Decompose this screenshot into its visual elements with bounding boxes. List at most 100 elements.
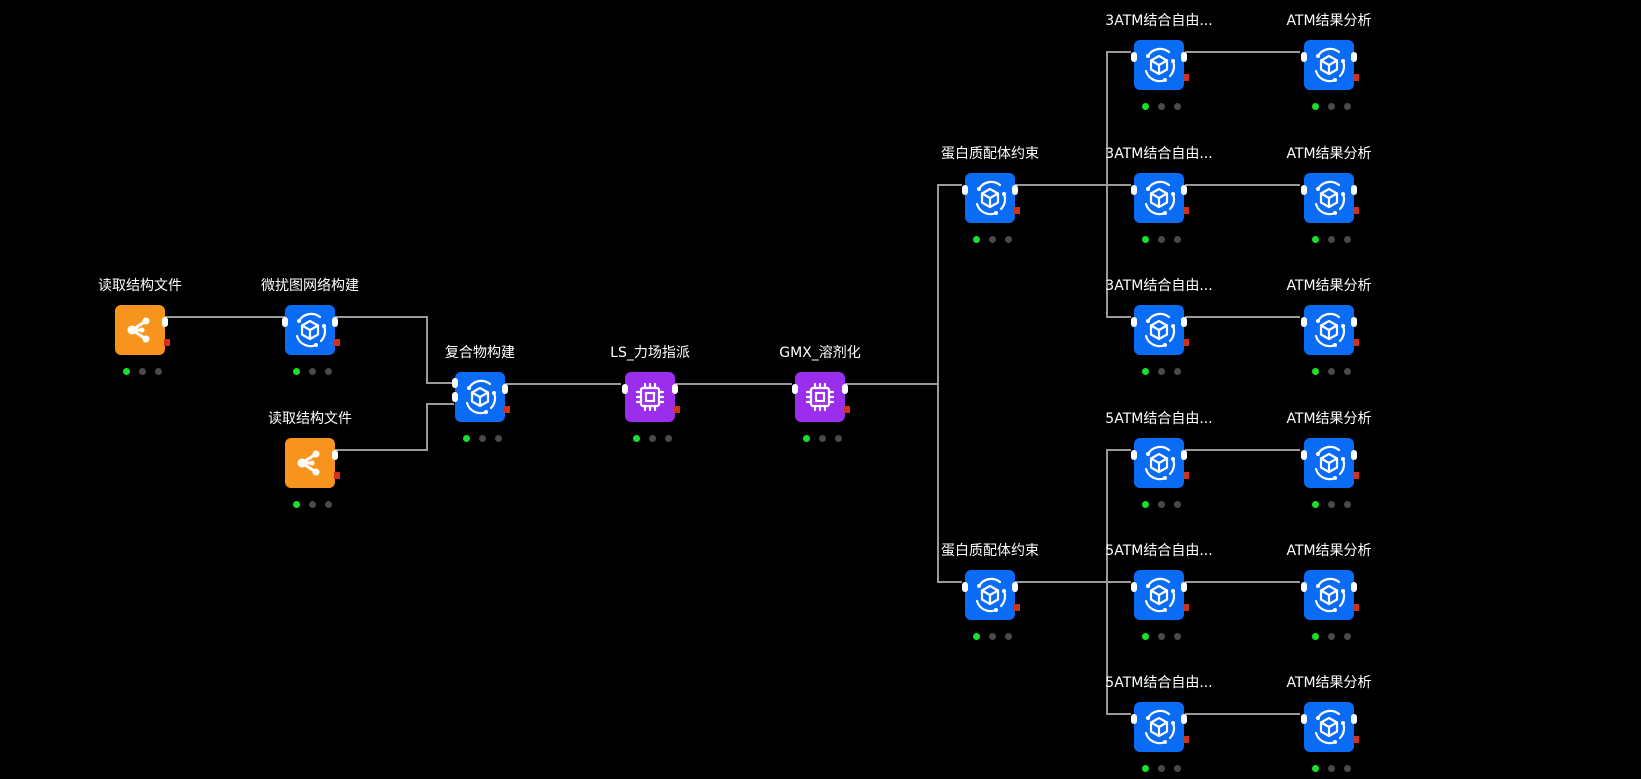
- input-port[interactable]: [1301, 450, 1307, 460]
- output-port[interactable]: [1181, 450, 1187, 460]
- output-port[interactable]: [1012, 185, 1018, 195]
- status-dot: [309, 368, 316, 375]
- input-port[interactable]: [1131, 317, 1137, 327]
- output-port[interactable]: [1351, 52, 1357, 62]
- workflow-node-restraint-1[interactable]: 蛋白质配体约束: [910, 145, 1070, 249]
- node-card[interactable]: [1134, 570, 1184, 620]
- output-port[interactable]: [1181, 52, 1187, 62]
- output-port[interactable]: [1351, 317, 1357, 327]
- input-port[interactable]: [1131, 52, 1137, 62]
- workflow-node-atm-analysis-3[interactable]: ATM结果分析: [1249, 277, 1409, 381]
- node-card[interactable]: [965, 570, 1015, 620]
- status-dot-active: [1312, 633, 1319, 640]
- output-port[interactable]: [502, 384, 508, 394]
- output-port[interactable]: [332, 450, 338, 460]
- output-port[interactable]: [1351, 714, 1357, 724]
- status-dot: [1158, 501, 1165, 508]
- output-port[interactable]: [1351, 582, 1357, 592]
- node-card[interactable]: [1304, 305, 1354, 355]
- node-card[interactable]: [795, 372, 845, 422]
- input-port[interactable]: [1131, 450, 1137, 460]
- status-dot: [1174, 368, 1181, 375]
- input-port[interactable]: [962, 582, 968, 592]
- input-port[interactable]: [282, 317, 288, 327]
- workflow-node-atm-analysis-2[interactable]: ATM结果分析: [1249, 145, 1409, 249]
- output-port[interactable]: [1181, 714, 1187, 724]
- output-port[interactable]: [1181, 582, 1187, 592]
- workflow-node-5atm-binding-3[interactable]: 5ATM结合自由...: [1079, 674, 1239, 778]
- output-port[interactable]: [1012, 582, 1018, 592]
- workflow-node-atm-analysis-4[interactable]: ATM结果分析: [1249, 410, 1409, 514]
- workflow-node-3atm-binding-2[interactable]: 3ATM结合自由...: [1079, 145, 1239, 249]
- status-dot: [1174, 765, 1181, 772]
- output-port[interactable]: [1181, 317, 1187, 327]
- workflow-node-read-structure-2[interactable]: 读取结构文件: [230, 410, 390, 514]
- input-port[interactable]: [1301, 714, 1307, 724]
- node-card[interactable]: [1134, 40, 1184, 90]
- node-title: 5ATM结合自由...: [1105, 675, 1213, 691]
- node-card[interactable]: [625, 372, 675, 422]
- status-dot-active: [1142, 236, 1149, 243]
- workflow-node-3atm-binding-1[interactable]: 3ATM结合自由...: [1079, 12, 1239, 116]
- workflow-node-restraint-2[interactable]: 蛋白质配体约束: [910, 542, 1070, 646]
- status-indicator: [1142, 236, 1182, 244]
- node-card[interactable]: [1304, 438, 1354, 488]
- node-card[interactable]: [285, 305, 335, 355]
- node-card[interactable]: [1304, 40, 1354, 90]
- output-port[interactable]: [332, 317, 338, 327]
- output-port[interactable]: [1351, 185, 1357, 195]
- workflow-node-perturbation-network[interactable]: 微扰图网络构建: [230, 277, 390, 381]
- error-marker: [1353, 736, 1359, 743]
- workflow-node-complex-build[interactable]: 复合物构建: [400, 344, 560, 448]
- workflow-node-5atm-binding-2[interactable]: 5ATM结合自由...: [1079, 542, 1239, 646]
- workflow-node-read-structure-1[interactable]: 读取结构文件: [60, 277, 220, 381]
- node-card[interactable]: [285, 438, 335, 488]
- status-dot: [1344, 103, 1351, 110]
- input-port[interactable]: [792, 384, 798, 394]
- molecule-icon: [975, 577, 1007, 613]
- input-port[interactable]: [622, 384, 628, 394]
- status-dot-active: [1142, 633, 1149, 640]
- node-card[interactable]: [1304, 173, 1354, 223]
- output-port[interactable]: [1351, 450, 1357, 460]
- status-dot: [325, 501, 332, 508]
- status-dot: [1174, 633, 1181, 640]
- workflow-node-solvation[interactable]: GMX_溶剂化: [740, 344, 900, 448]
- node-card[interactable]: [1134, 173, 1184, 223]
- input-port[interactable]: [1301, 52, 1307, 62]
- input-port[interactable]: [1131, 185, 1137, 195]
- input-port[interactable]: [1131, 714, 1137, 724]
- status-dot: [1174, 501, 1181, 508]
- input-port[interactable]: [962, 185, 968, 195]
- workflow-node-atm-analysis-6[interactable]: ATM结果分析: [1249, 674, 1409, 778]
- output-port[interactable]: [162, 317, 168, 327]
- status-indicator: [1142, 103, 1182, 111]
- workflow-node-atm-analysis-5[interactable]: ATM结果分析: [1249, 542, 1409, 646]
- workflow-node-forcefield-assign[interactable]: LS_力场指派: [570, 344, 730, 448]
- input-port[interactable]: [1301, 582, 1307, 592]
- node-card[interactable]: [1134, 702, 1184, 752]
- status-dot: [1344, 501, 1351, 508]
- status-indicator: [1312, 501, 1352, 509]
- workflow-node-atm-analysis-1[interactable]: ATM结果分析: [1249, 12, 1409, 116]
- input-port[interactable]: [452, 392, 458, 402]
- node-card[interactable]: [455, 372, 505, 422]
- output-port[interactable]: [672, 384, 678, 394]
- workflow-node-3atm-binding-3[interactable]: 3ATM结合自由...: [1079, 277, 1239, 381]
- node-card[interactable]: [1134, 305, 1184, 355]
- input-port[interactable]: [452, 378, 458, 388]
- node-card[interactable]: [1304, 702, 1354, 752]
- node-card[interactable]: [115, 305, 165, 355]
- status-dot: [1344, 633, 1351, 640]
- output-port[interactable]: [842, 384, 848, 394]
- status-dot: [989, 236, 996, 243]
- output-port[interactable]: [1181, 185, 1187, 195]
- node-card[interactable]: [965, 173, 1015, 223]
- node-title: ATM结果分析: [1286, 13, 1372, 29]
- node-card[interactable]: [1134, 438, 1184, 488]
- input-port[interactable]: [1131, 582, 1137, 592]
- input-port[interactable]: [1301, 317, 1307, 327]
- workflow-node-5atm-binding-1[interactable]: 5ATM结合自由...: [1079, 410, 1239, 514]
- node-card[interactable]: [1304, 570, 1354, 620]
- input-port[interactable]: [1301, 185, 1307, 195]
